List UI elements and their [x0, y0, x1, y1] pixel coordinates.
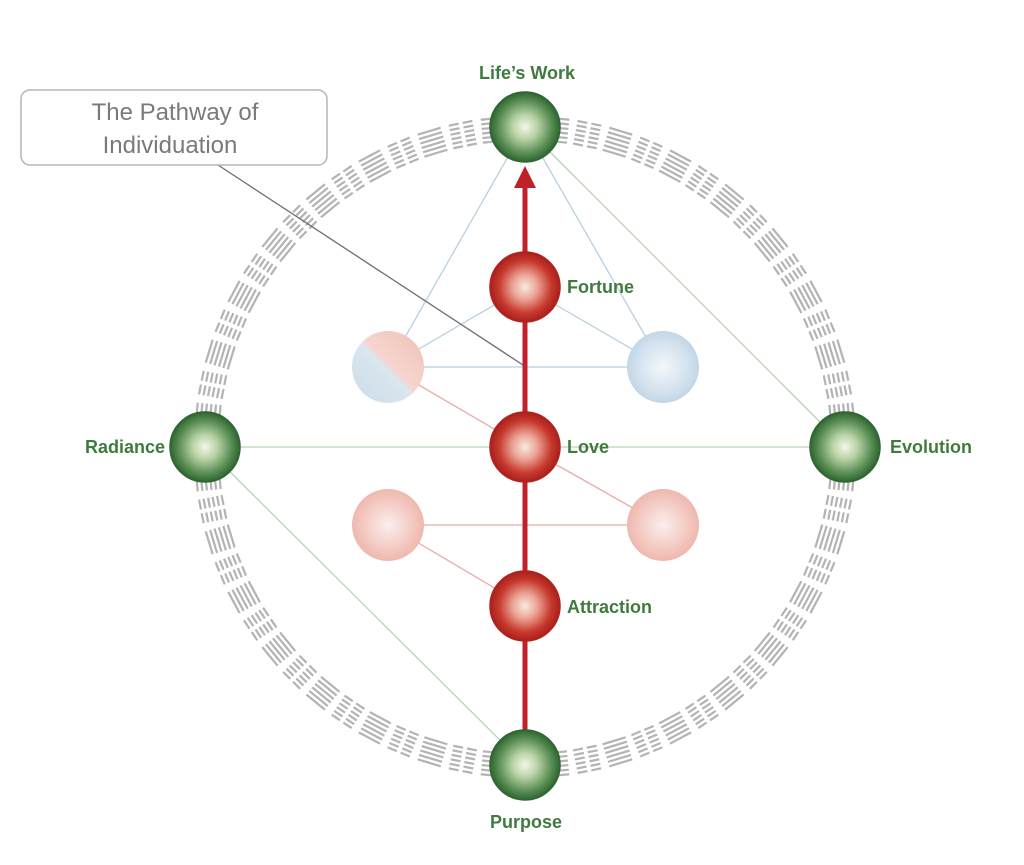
hexagram	[709, 675, 745, 711]
hexagram	[214, 552, 247, 585]
node-left-upper	[352, 331, 424, 403]
node-purpose	[489, 729, 561, 801]
callout-leader-line	[217, 164, 524, 366]
label-evolution: Evolution	[890, 437, 972, 457]
node-left-lower	[352, 489, 424, 561]
node-right-lower	[627, 489, 699, 561]
hexagram	[331, 694, 366, 729]
hexagram	[709, 183, 745, 219]
hexagram	[789, 580, 823, 614]
hexagram	[789, 280, 823, 314]
hexagram	[305, 183, 341, 219]
hexagram	[197, 370, 228, 400]
hexagram	[197, 494, 228, 524]
hexagram	[658, 149, 692, 183]
callout-title-line1: The Pathway of	[92, 99, 259, 126]
hexagram	[358, 149, 392, 183]
hexagram	[658, 711, 692, 745]
hexagram	[227, 580, 261, 614]
hexagram	[417, 736, 448, 768]
hexagram	[822, 494, 853, 524]
link-radiance-purpose	[204, 446, 526, 766]
hexagram	[387, 725, 420, 758]
hexagram	[814, 524, 846, 555]
hexagram	[630, 136, 663, 169]
hexagram	[772, 606, 807, 641]
node-lifes-work	[489, 91, 561, 163]
hexagram	[282, 204, 318, 240]
hexagram-ring	[193, 115, 857, 779]
node-right-upper	[627, 331, 699, 403]
hexagram	[204, 339, 236, 370]
label-purpose: Purpose	[490, 812, 562, 832]
hexagram	[261, 227, 297, 263]
node-evolution	[809, 411, 881, 483]
label-lifes-work: Life’s Work	[479, 63, 576, 83]
hexagram	[572, 744, 602, 775]
hexagram	[448, 744, 478, 775]
hexagram	[331, 165, 366, 200]
label-attraction: Attraction	[567, 597, 652, 617]
hexagram	[305, 675, 341, 711]
hexagram	[214, 309, 247, 342]
hexagram	[417, 126, 448, 158]
hexagram	[684, 165, 719, 200]
hexagram	[204, 524, 236, 555]
hexagram	[602, 126, 633, 158]
nodes	[169, 91, 881, 801]
hexagram	[243, 606, 278, 641]
callout-box: The Pathway of Individuation	[20, 89, 328, 166]
node-love	[489, 411, 561, 483]
link-lifes-work-left-upper	[387, 126, 526, 368]
label-fortune: Fortune	[567, 277, 634, 297]
link-lifes-work-evolution	[524, 126, 846, 448]
hexagram	[282, 654, 318, 690]
hexagram	[753, 227, 789, 263]
label-radiance: Radiance	[85, 437, 165, 457]
hexagram	[572, 119, 602, 150]
hexagram	[448, 119, 478, 150]
hexagram	[602, 736, 633, 768]
hexagram	[243, 253, 278, 288]
hexagram	[803, 552, 836, 585]
hexagram	[732, 654, 768, 690]
node-radiance	[169, 411, 241, 483]
hexagram	[630, 725, 663, 758]
hexagram	[358, 711, 392, 745]
node-fortune	[489, 251, 561, 323]
link-lifes-work-right-upper	[524, 126, 664, 368]
label-love: Love	[567, 437, 609, 457]
hexagram	[822, 370, 853, 400]
hexagram	[684, 694, 719, 729]
hexagram	[732, 204, 768, 240]
hexagram	[814, 339, 846, 370]
hexagram	[261, 631, 297, 667]
node-attraction	[489, 570, 561, 642]
hexagram	[227, 280, 261, 314]
callout-title-line2: Individuation	[103, 132, 238, 159]
hexagram	[753, 631, 789, 667]
hexagram	[772, 253, 807, 288]
hexagram	[803, 309, 836, 342]
hexagram	[387, 136, 420, 169]
